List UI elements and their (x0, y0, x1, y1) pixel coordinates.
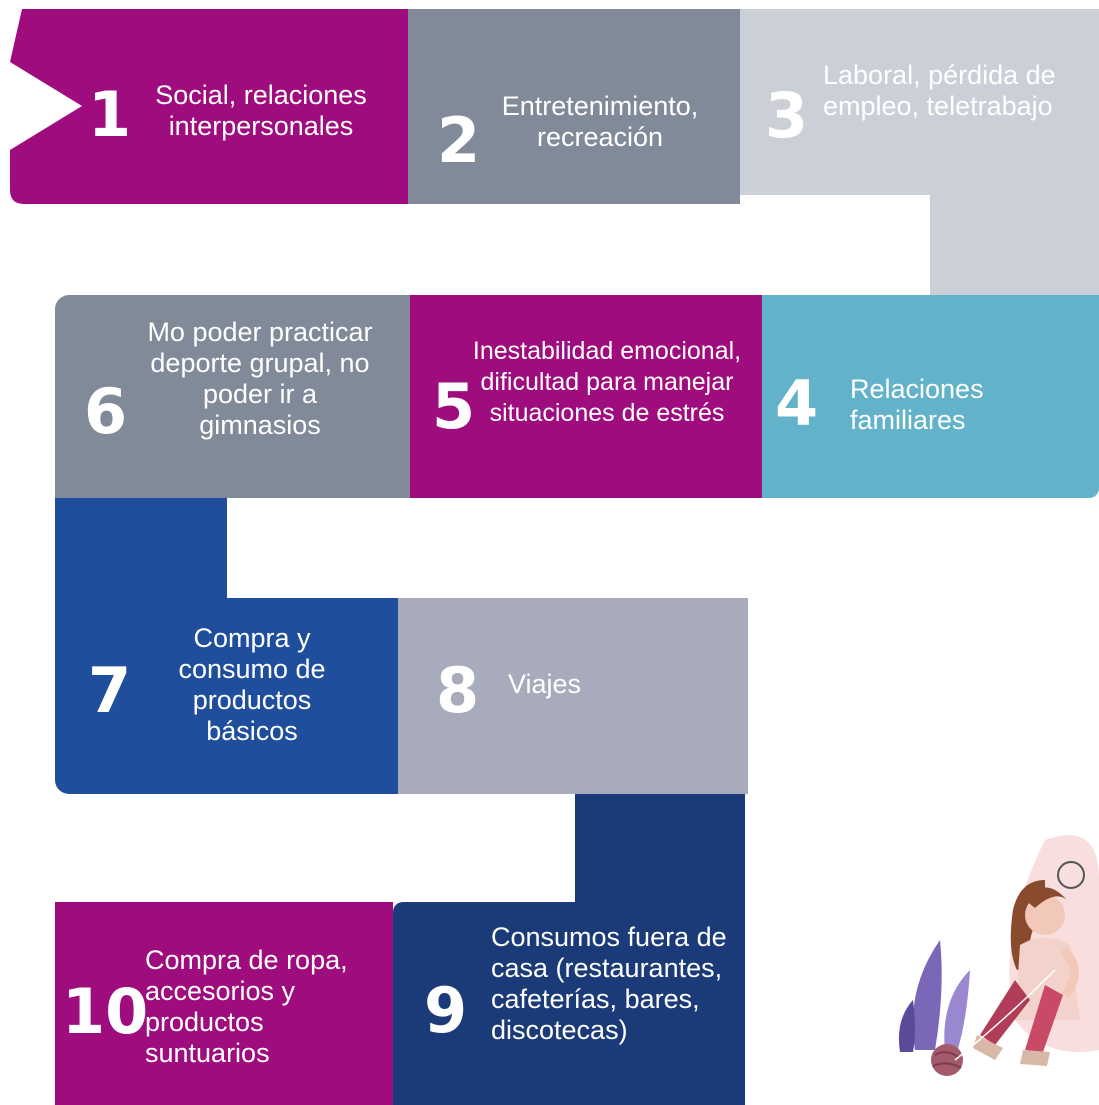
step-5-block (410, 295, 762, 498)
step-10-number: 10 (62, 975, 149, 1048)
connector-8-9 (575, 794, 745, 904)
step-1-label: Social, relaciones interpersonales (155, 80, 367, 141)
step-3-block (740, 9, 1099, 195)
connector-6-7 (55, 498, 227, 600)
step-6-number: 6 (84, 375, 128, 448)
step-7-number: 7 (88, 654, 132, 727)
step-8-number: 8 (436, 654, 480, 727)
step-9-number: 9 (424, 974, 468, 1047)
step-4-label: Relaciones familiares (850, 374, 984, 435)
step-8-block (398, 598, 748, 794)
step-7-block (55, 598, 398, 794)
step-2-block (408, 9, 740, 204)
step-2-number: 2 (437, 104, 481, 177)
step-10-block (55, 902, 393, 1105)
step-6-block (55, 295, 410, 498)
woman-illustration (898, 835, 1099, 1076)
connector-3-4 (930, 195, 1099, 295)
step-10-label: Compra de ropa, accesorios y productos s… (145, 945, 348, 1068)
step-4-number: 4 (775, 367, 819, 440)
step-3-label: Laboral, pérdida de empleo, teletrabajo (823, 60, 1056, 121)
step-7-label: Compra y consumo de productos básicos (178, 623, 326, 746)
step-5-number: 5 (432, 370, 476, 443)
step-6-label: Mo poder practicar deporte grupal, no po… (147, 317, 373, 440)
step-1-number: 1 (88, 78, 132, 151)
step-2-label: Entretenimiento, recreación (501, 91, 699, 152)
step-1-block (10, 9, 410, 204)
step-4-block (762, 295, 1099, 498)
step-9-block (393, 902, 745, 1105)
step-8-label: Viajes (508, 669, 582, 699)
step-3-number: 3 (765, 79, 809, 152)
step-5-label: Inestabilidad emocional, dificultad para… (472, 337, 742, 427)
step-9-label: Consumos fuera de casa (restaurantes, ca… (491, 922, 727, 1045)
